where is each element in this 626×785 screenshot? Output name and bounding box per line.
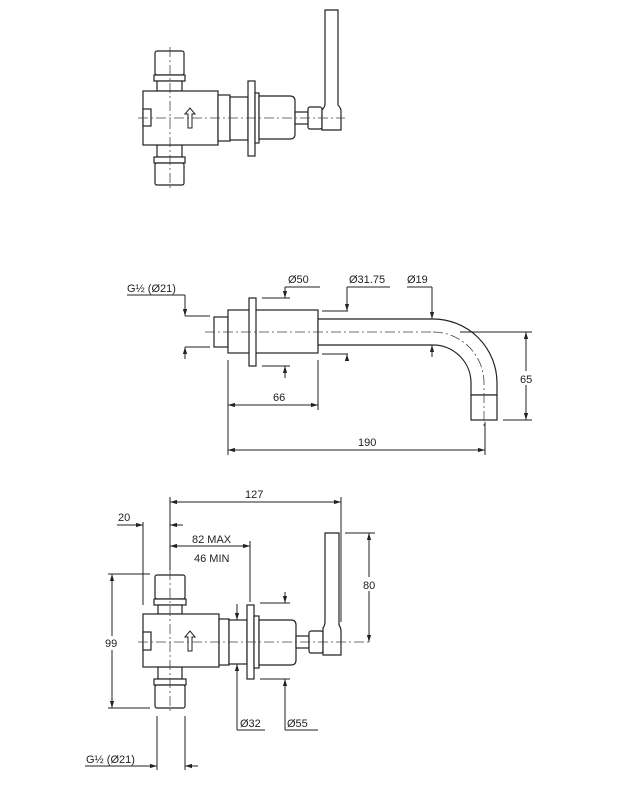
dim-flange-diameter: Ø50 — [288, 274, 309, 286]
dim-wall-depth-min: 46 MIN — [194, 553, 230, 565]
dim-sleeve-diameter: Ø32 — [240, 718, 261, 730]
front-view-valve: 127 20 82 MAX 46 MIN 80 99 Ø32 Ø55 — [85, 489, 378, 770]
dim-overall-length: 127 — [245, 489, 263, 501]
flow-arrow-icon — [183, 107, 197, 129]
dim-inlet-thread: G½ (Ø21) — [86, 754, 135, 766]
lever-handle — [322, 532, 342, 656]
dim-body-length: 66 — [273, 392, 285, 404]
lower-inlet-nut — [154, 162, 185, 186]
upper-inlet-nut — [154, 50, 185, 76]
side-view-spout: G½ (Ø21) Ø50 Ø31.75 Ø19 66 190 65 — [127, 274, 536, 455]
dim-spout-drop: 65 — [520, 374, 532, 386]
dim-total-projection: 190 — [358, 437, 376, 449]
top-view-valve — [138, 9, 345, 189]
dim-wall-depth-max: 82 MAX — [192, 534, 232, 546]
dim-sleeve-diameter: Ø31.75 — [349, 274, 385, 286]
lower-inlet-collar — [153, 156, 186, 164]
dim-inlet-spacing: 99 — [105, 638, 117, 650]
spout-body — [227, 309, 319, 354]
dim-flange-diameter: Ø55 — [287, 718, 308, 730]
dim-inlet-thread: G½ (Ø21) — [127, 283, 176, 295]
wall-flange — [247, 80, 256, 157]
dim-handle-height: 80 — [363, 580, 375, 592]
lever-handle — [321, 9, 342, 131]
upper-inlet-collar — [153, 74, 186, 82]
bonnet — [258, 95, 296, 140]
dim-inlet-offset: 20 — [118, 512, 130, 524]
dim-spout-diameter: Ø19 — [407, 274, 428, 286]
valve-body — [142, 613, 220, 668]
flow-arrow-icon — [183, 630, 197, 652]
spout-pipe — [317, 318, 498, 396]
